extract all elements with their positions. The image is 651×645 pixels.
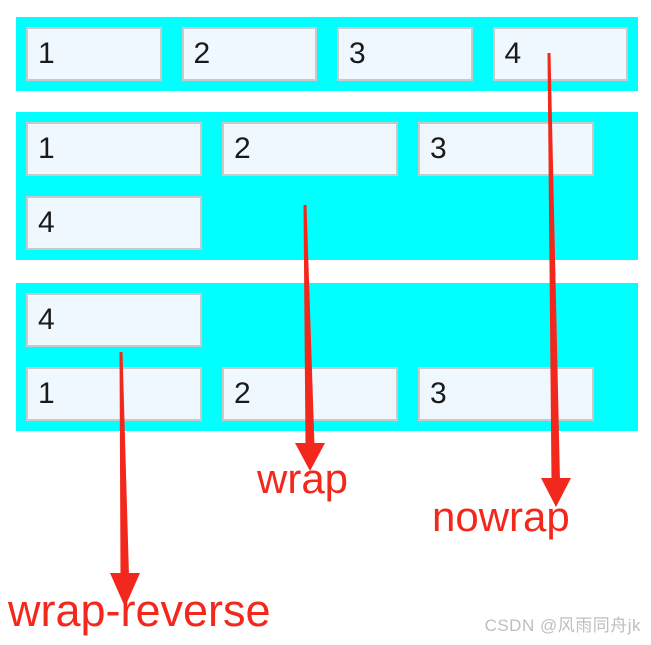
flex-item: 3 (337, 27, 473, 81)
flex-item: 2 (222, 367, 398, 421)
flex-item: 2 (222, 122, 398, 176)
flex-item: 1 (26, 367, 202, 421)
wrap-reverse-label: wrap-reverse (8, 585, 271, 636)
flex-item: 4 (26, 196, 202, 250)
wrap-label: wrap (257, 455, 349, 502)
flex-item: 3 (418, 122, 594, 176)
flex-container-wrap: 1 2 3 4 (16, 112, 638, 260)
flex-item: 3 (418, 367, 594, 421)
flex-container-nowrap: 1 2 3 4 (16, 17, 638, 91)
nowrap-label: nowrap (432, 493, 570, 540)
flex-item: 4 (26, 293, 202, 347)
csdn-watermark: CSDN @风雨同舟jk (484, 616, 641, 635)
flex-container-wrap-reverse: 1 2 3 4 (16, 283, 638, 431)
flex-item: 4 (492, 27, 628, 81)
flex-item: 2 (181, 27, 317, 81)
flex-item: 1 (26, 122, 202, 176)
flex-item: 1 (26, 27, 162, 81)
